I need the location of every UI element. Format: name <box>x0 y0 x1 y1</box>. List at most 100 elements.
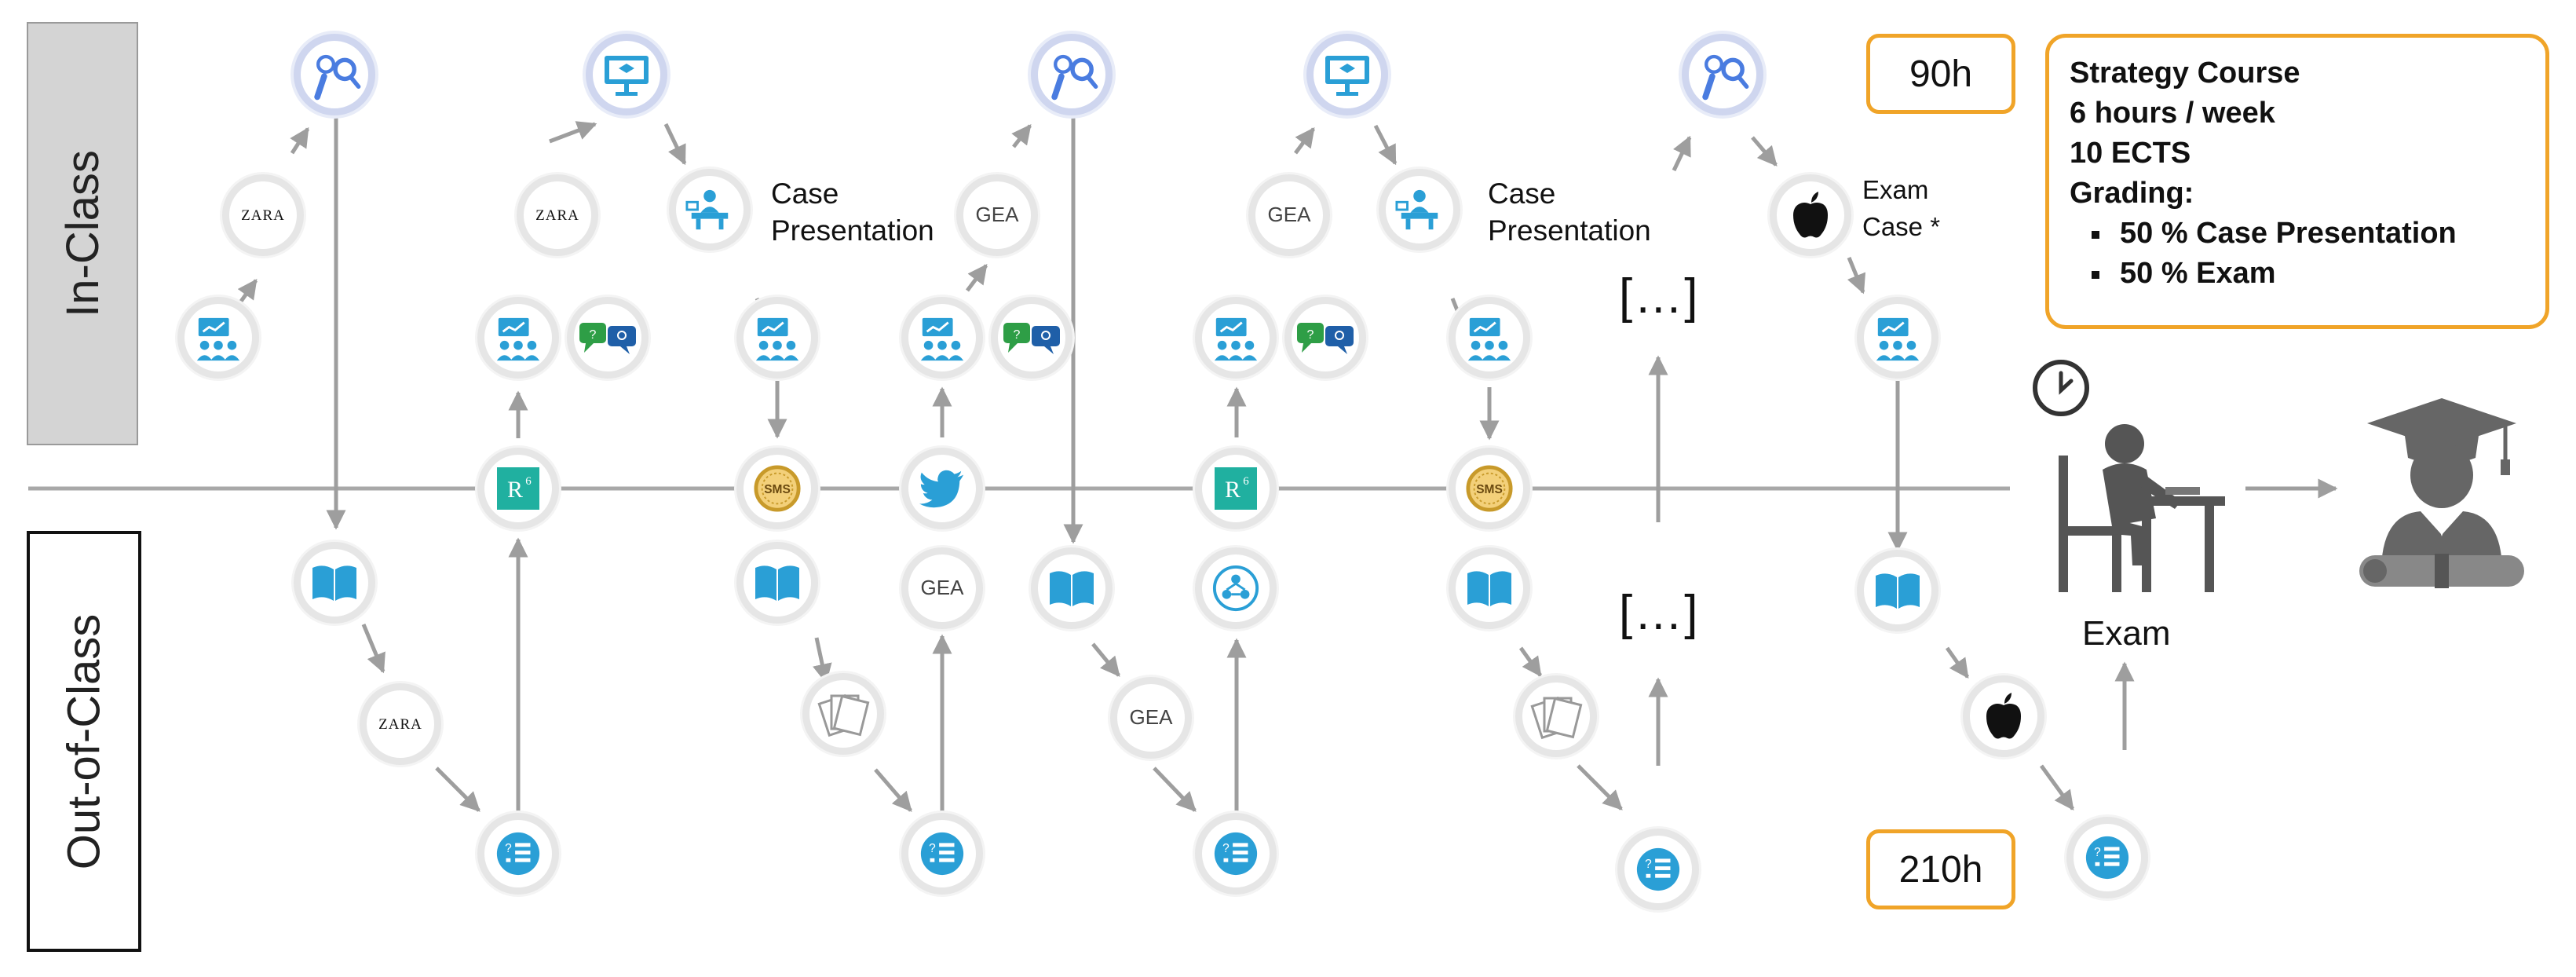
lecture-audience-icon <box>920 317 964 361</box>
info-node <box>1031 34 1113 115</box>
connector <box>1518 646 1543 678</box>
svg-text:?: ? <box>1014 328 1021 342</box>
lecture-node <box>177 297 259 379</box>
gea-logo: GEA <box>976 203 1020 226</box>
screen-node <box>1306 34 1388 115</box>
book-icon <box>755 565 799 601</box>
svg-text:SMS: SMS <box>1476 483 1503 496</box>
clock-icon <box>2033 360 2089 416</box>
connector <box>549 121 597 144</box>
svg-text:?: ? <box>1307 328 1314 342</box>
svg-text:?: ? <box>2094 846 2101 859</box>
quiz-node: ? <box>1195 813 1277 895</box>
case-presentation-caption: Case Presentation <box>1488 177 1651 247</box>
discussion-bubbles-icon: ? <box>1003 323 1060 354</box>
zara-case-node: ZARA <box>360 683 441 765</box>
gea-logo: GEA <box>921 576 965 599</box>
gea-case-node: GEA <box>956 174 1038 256</box>
gea-logo: GEA <box>1130 705 1174 729</box>
connector <box>1091 642 1120 677</box>
connector <box>361 624 385 674</box>
svg-text:ZARA: ZARA <box>241 207 285 224</box>
quiz-node: ? <box>1617 829 1699 910</box>
quiz-list-icon: ? <box>496 832 540 876</box>
lecture-audience-icon <box>1214 317 1258 361</box>
case-presentation-node <box>1379 169 1460 251</box>
info-search-icon <box>1702 54 1749 101</box>
connector <box>813 637 832 684</box>
svg-text:?: ? <box>1645 858 1652 871</box>
apple-logo-icon <box>1986 693 2021 739</box>
lecture-audience-icon <box>755 317 799 361</box>
svg-text:R: R <box>1225 477 1240 503</box>
lecture-node <box>901 297 983 379</box>
out-of-class-label: Out-of-Class <box>27 531 141 952</box>
discussion-bubbles-icon: ? <box>1297 323 1354 354</box>
svg-text:?: ? <box>1222 842 1230 855</box>
info-node <box>294 34 375 115</box>
book-icon <box>1876 573 1920 609</box>
connector <box>1293 126 1316 155</box>
sms-node: SMS <box>736 448 818 529</box>
svg-text:GEA: GEA <box>1268 203 1312 226</box>
course-ects: 10 ECTS <box>2070 137 2191 170</box>
lecture-node <box>1857 297 1938 379</box>
quiz-node: ? <box>2066 817 2148 898</box>
connector <box>1945 646 1970 679</box>
book-node <box>294 542 375 624</box>
svg-text:?: ? <box>929 842 936 855</box>
connector <box>663 123 687 166</box>
apple-logo-icon <box>1793 192 1828 238</box>
svg-text:GEA: GEA <box>921 576 965 599</box>
gea-case-node: GEA <box>901 547 983 629</box>
connector <box>1153 767 1197 812</box>
svg-text:SMS: SMS <box>764 483 791 496</box>
svg-text:ZARA: ZARA <box>535 207 579 224</box>
connector <box>1373 124 1398 166</box>
presentation-screen-icon <box>1325 56 1369 96</box>
connector <box>1011 124 1032 148</box>
case-presentation-icon <box>685 189 729 230</box>
in-class-label: In-Class <box>27 22 138 445</box>
lecture-node <box>477 297 559 379</box>
connector <box>1577 764 1623 811</box>
connector <box>1847 257 1866 295</box>
connector <box>874 768 912 812</box>
grading-heading: Grading: <box>2070 177 2194 210</box>
case-presentation-caption: Case Presentation <box>771 177 934 247</box>
svg-text:?: ? <box>590 328 597 342</box>
sms-badge-icon: SMS <box>754 465 801 512</box>
connector <box>1672 135 1692 172</box>
discussion-bubbles-icon: ? <box>579 323 636 354</box>
svg-text:GEA: GEA <box>1130 705 1174 729</box>
exam-case-caption: Exam Case * <box>1862 175 1941 241</box>
connector <box>1751 136 1778 166</box>
book-icon <box>1467 571 1511 606</box>
grading-item: 50 % Exam <box>2070 254 2525 294</box>
course-hours-per-week: 6 hours / week <box>2070 97 2275 130</box>
lecture-node <box>1195 297 1277 379</box>
grading-item: 50 % Case Presentation <box>2070 214 2525 254</box>
book-icon <box>1050 571 1094 606</box>
connector <box>290 126 310 155</box>
graduate-icon <box>2359 398 2524 588</box>
lecture-audience-icon <box>496 317 540 361</box>
twitter-node <box>901 448 983 529</box>
sms-node: SMS <box>1449 448 1530 529</box>
apple-case-node <box>1770 174 1851 256</box>
discussion-node: ? <box>1284 297 1366 379</box>
svg-text:R: R <box>507 477 523 503</box>
documents-icon <box>1530 696 1583 740</box>
book-node <box>736 542 818 624</box>
gea-case-node: GEA <box>1110 677 1192 759</box>
zara-logo: ZARA <box>378 716 422 733</box>
book-node <box>1449 547 1530 629</box>
svg-text:ZARA: ZARA <box>378 716 422 733</box>
zara-logo: ZARA <box>535 207 579 224</box>
svg-text:6: 6 <box>1243 475 1249 488</box>
quiz-node: ? <box>477 813 559 895</box>
